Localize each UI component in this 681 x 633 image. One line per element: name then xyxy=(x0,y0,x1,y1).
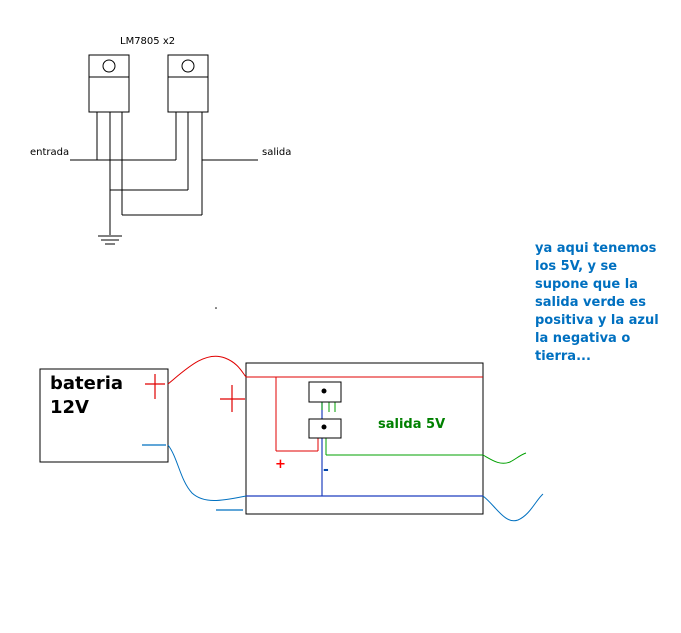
battery-label: bateria xyxy=(50,373,123,394)
note-line-1: ya aqui tenemos xyxy=(535,241,657,256)
schematic-wires xyxy=(70,112,258,245)
battery-voltage: 12V xyxy=(50,397,89,418)
board-minus-label: - xyxy=(323,462,329,478)
board-plus-label: + xyxy=(275,457,286,472)
note-line-2: los 5V, y se xyxy=(535,259,617,274)
schematic-output-label: salida xyxy=(262,147,291,158)
explanation-note: ya aqui tenemos los 5V, y se supone que … xyxy=(535,241,659,364)
battery: bateria 12V xyxy=(39,368,169,463)
note-line-3: supone que la xyxy=(535,277,638,292)
battery-plus-sign xyxy=(145,374,165,399)
board-regulator-2 xyxy=(308,418,342,439)
output-label: salida 5V xyxy=(378,417,445,432)
regulator-1-symbol xyxy=(88,54,130,113)
positive-wiring xyxy=(167,355,483,452)
note-line-7: tierra... xyxy=(535,349,591,364)
schematic-input-label: entrada xyxy=(30,147,69,158)
note-line-4: salida verde es xyxy=(535,295,646,310)
note-line-5: positiva y la azul xyxy=(535,313,659,328)
board-plus-sign xyxy=(220,385,245,412)
regulator-2-symbol xyxy=(167,54,209,113)
regulator-board: + - salida 5V xyxy=(167,355,544,522)
battery-negative-wire xyxy=(167,444,247,501)
output-positive-wiring xyxy=(321,402,527,464)
schematic-title: LM7805 x2 xyxy=(120,36,175,47)
board-regulator-1 xyxy=(308,381,342,403)
regulator-schematic: LM7805 x2 xyxy=(30,36,291,245)
stray-dot xyxy=(215,307,217,309)
output-negative-wire xyxy=(482,493,544,522)
board-outline xyxy=(245,362,484,515)
note-line-6: la negativa o xyxy=(535,331,630,346)
